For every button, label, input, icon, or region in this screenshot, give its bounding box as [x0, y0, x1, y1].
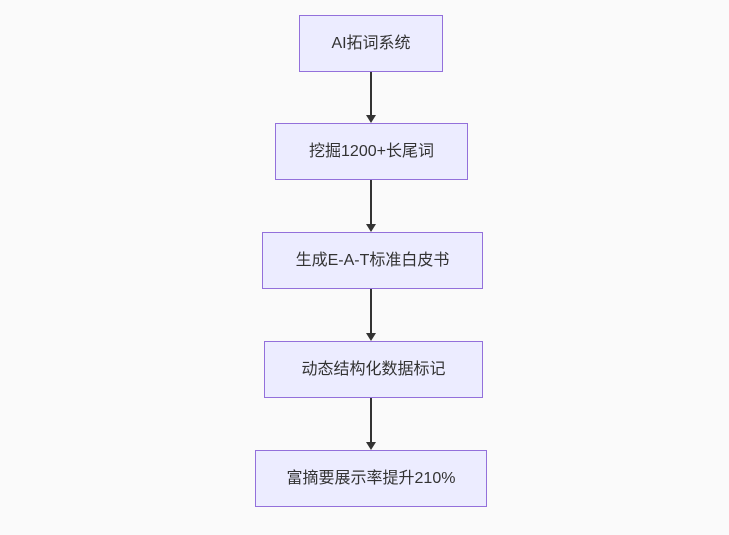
arrowhead-down-icon	[366, 115, 376, 123]
flow-arrow-4	[366, 398, 376, 450]
node-label-dynamic-structured-data: 动态结构化数据标记	[301, 360, 446, 378]
flow-node-generate-eat-whitepaper: 生成E-A-T标准白皮书	[262, 232, 483, 289]
arrowhead-down-icon	[366, 333, 376, 341]
arrow-line	[370, 289, 372, 334]
arrowhead-down-icon	[366, 224, 376, 232]
flow-node-rich-snippet-uplift: 富摘要展示率提升210%	[255, 450, 487, 507]
flow-node-ai-keyword-system: AI拓词系统	[299, 15, 443, 72]
flow-node-mine-longtail-keywords: 挖掘1200+长尾词	[275, 123, 468, 180]
flow-arrow-2	[366, 180, 376, 232]
arrow-line	[370, 398, 372, 443]
node-label-generate-eat-whitepaper: 生成E-A-T标准白皮书	[295, 251, 450, 269]
node-label-ai-keyword-system: AI拓词系统	[331, 34, 411, 52]
node-label-mine-longtail-keywords: 挖掘1200+长尾词	[309, 142, 434, 160]
node-label-rich-snippet-uplift: 富摘要展示率提升210%	[286, 469, 456, 487]
arrow-line	[370, 180, 372, 225]
flow-node-dynamic-structured-data: 动态结构化数据标记	[264, 341, 483, 398]
flow-arrow-3	[366, 289, 376, 341]
arrow-line	[370, 72, 372, 116]
arrowhead-down-icon	[366, 442, 376, 450]
flow-arrow-1	[366, 72, 376, 123]
